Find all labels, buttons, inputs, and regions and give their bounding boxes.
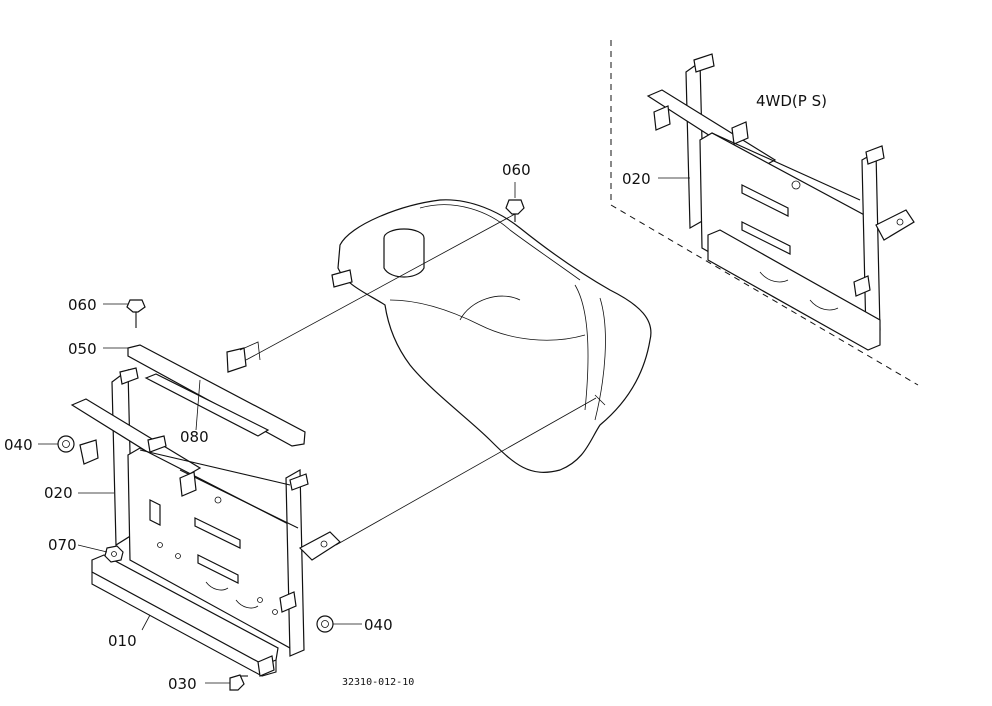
mount-040-right xyxy=(316,615,334,633)
callout-040-left: 040 xyxy=(4,436,33,454)
bracket-050 xyxy=(127,341,306,447)
bolt-060-top xyxy=(505,199,525,222)
inset-frame-020 xyxy=(646,53,915,351)
inset-boundary xyxy=(610,40,919,386)
callout-060-left: 060 xyxy=(68,296,97,314)
bolt-060-left xyxy=(126,299,146,328)
callout-070: 070 xyxy=(48,536,77,554)
callout-020-inset: 020 xyxy=(622,170,651,188)
inset-title: 4WD(P S) xyxy=(756,92,827,110)
nut-070 xyxy=(104,545,124,563)
callout-leaders xyxy=(38,177,690,684)
bolt-030 xyxy=(229,674,248,691)
strip-080 xyxy=(144,373,270,437)
rail-010 xyxy=(91,554,279,677)
leader-lines xyxy=(245,213,606,546)
callout-080: 080 xyxy=(180,428,209,446)
frame-assembly-020 xyxy=(70,367,341,657)
callout-040-right: 040 xyxy=(364,616,393,634)
callout-030: 030 xyxy=(168,675,197,693)
figure-code: 32310-012-10 xyxy=(342,677,414,688)
callout-020-left: 020 xyxy=(44,484,73,502)
callout-050: 050 xyxy=(68,340,97,358)
mount-040-left xyxy=(57,435,75,453)
callout-010: 010 xyxy=(108,632,137,650)
callout-060-top: 060 xyxy=(502,161,531,179)
fuel-tank xyxy=(331,199,652,473)
